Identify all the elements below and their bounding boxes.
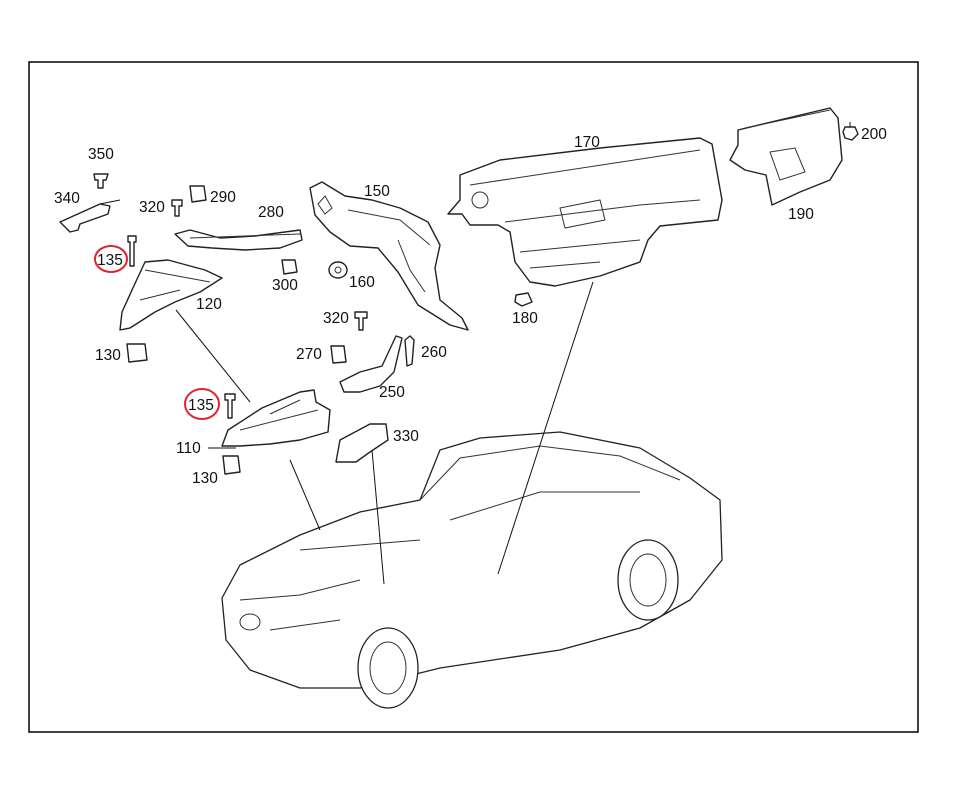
part-260-rod[interactable]	[404, 335, 415, 367]
callout-290: 290	[210, 189, 236, 206]
highlight-circle-135-upper	[94, 245, 128, 273]
callout-130: 130	[192, 470, 218, 487]
part-320-screw-upper[interactable]	[171, 199, 183, 217]
callout-labels: 200 170 190 350 340 320 290 280 150 135 …	[54, 126, 887, 487]
callout-135-upper: 135	[97, 252, 123, 269]
part-160-grommet[interactable]	[328, 261, 348, 279]
part-130-clip-upper[interactable]	[126, 343, 148, 363]
callout-160: 160	[349, 274, 375, 291]
callout-350: 350	[88, 146, 114, 163]
callout-170: 170	[574, 134, 600, 151]
callout-300: 300	[272, 277, 298, 294]
part-190-insulation-panel[interactable]	[729, 107, 843, 206]
callout-180: 180	[512, 310, 538, 327]
part-200-clip[interactable]	[842, 122, 859, 141]
part-135-pin-upper[interactable]	[127, 235, 137, 267]
part-180-clip[interactable]	[514, 292, 533, 307]
part-170-firewall-insulation[interactable]	[447, 137, 723, 287]
part-290-clip[interactable]	[189, 185, 207, 203]
callout-280: 280	[258, 204, 284, 221]
part-300-clip[interactable]	[281, 259, 298, 275]
highlight-circle-135-lower	[184, 388, 220, 420]
callout-250: 250	[379, 384, 405, 401]
part-330-bracket[interactable]	[335, 423, 389, 463]
callout-110: 110	[176, 440, 201, 457]
callout-130: 130	[95, 347, 121, 364]
part-135-pin-lower[interactable]	[224, 393, 236, 419]
callout-200: 200	[861, 126, 887, 143]
callout-340: 340	[54, 190, 80, 207]
callout-120: 120	[196, 296, 222, 313]
part-270-clip[interactable]	[330, 345, 347, 364]
part-110-cover-panel[interactable]	[221, 389, 331, 447]
callout-330: 330	[393, 428, 419, 445]
callout-260: 260	[421, 344, 447, 361]
part-340-bracket[interactable]	[59, 203, 111, 233]
part-320-screw-lower[interactable]	[354, 311, 368, 331]
callout-135-lower: 135	[188, 397, 214, 414]
part-130-clip-lower[interactable]	[222, 455, 241, 475]
part-250-bracket[interactable]	[339, 335, 403, 393]
callout-150: 150	[364, 183, 390, 200]
leader-lines	[99, 199, 594, 585]
part-150-wheelhouse-liner[interactable]	[309, 181, 469, 331]
callout-320: 320	[139, 199, 165, 216]
part-350-clip[interactable]	[93, 173, 109, 189]
diagram-frame	[28, 61, 919, 733]
car-illustration	[221, 431, 723, 709]
callout-320: 320	[323, 310, 349, 327]
part-280-seal-strip[interactable]	[174, 229, 303, 251]
part-120-cover-panel[interactable]	[119, 259, 223, 331]
highlight-markers	[94, 245, 220, 420]
callout-190: 190	[788, 206, 814, 223]
callout-270: 270	[296, 346, 322, 363]
